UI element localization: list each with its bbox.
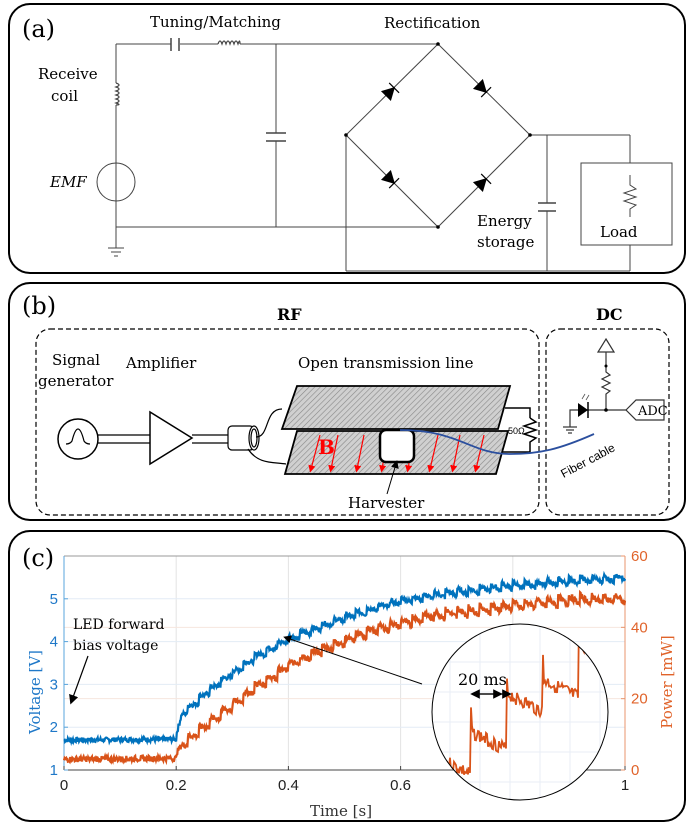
panel-tag: (c) bbox=[22, 544, 54, 572]
label-transmission-line: Open transmission line bbox=[298, 354, 474, 372]
inset-label: 20 ms bbox=[458, 670, 507, 689]
y-right-tick-label: 20 bbox=[631, 691, 648, 708]
panel-c-chart: (c) 0 0.2 0.4 0.6 1 1 2 3 4 5 0 20 40 60 Time [s] Vol… bbox=[8, 530, 686, 822]
chart-ticks: 0 0.2 0.4 0.6 1 1 2 3 4 5 0 20 40 60 bbox=[50, 548, 648, 794]
coax-connector-icon bbox=[227, 425, 260, 451]
fiber-cable bbox=[399, 429, 595, 455]
y-left-tick-label: 4 bbox=[50, 634, 58, 651]
diode-icon bbox=[380, 169, 400, 189]
label-load: Load bbox=[600, 223, 638, 241]
harvester-icon bbox=[378, 428, 416, 464]
chart-series bbox=[62, 570, 627, 766]
inset-circle bbox=[431, 623, 609, 801]
label-rectification: Rectification bbox=[384, 14, 481, 32]
y-right-tick-label: 60 bbox=[631, 548, 648, 565]
diode-icon bbox=[472, 173, 492, 193]
diode-icon bbox=[472, 78, 492, 98]
panel-tag: (b) bbox=[22, 292, 56, 320]
annotation-led-bias-2: bias voltage bbox=[73, 638, 158, 654]
adc-block bbox=[625, 399, 665, 421]
x-tick-label: 0 bbox=[60, 777, 68, 794]
inductor-icon bbox=[114, 40, 241, 106]
y-axis-right-label: Power [mW] bbox=[658, 635, 676, 729]
label-signal-generator: Signal bbox=[52, 351, 100, 369]
x-tick-label: 0.4 bbox=[278, 777, 299, 794]
label-energy-storage: Energy bbox=[477, 212, 532, 230]
annotation-led-bias: LED forward bbox=[73, 617, 165, 633]
y-axis-left-label: Voltage [V] bbox=[26, 650, 44, 735]
y-right-tick-label: 0 bbox=[631, 762, 639, 779]
y-right-tick-label: 40 bbox=[631, 619, 648, 636]
voltage-power-chart: (c) 0 0.2 0.4 0.6 1 1 2 3 4 5 0 20 40 60 Time [s] Vol… bbox=[22, 544, 676, 820]
series-line-voltage bbox=[63, 570, 627, 747]
label-emf: EMF bbox=[49, 173, 87, 191]
inset-pointer bbox=[283, 635, 423, 685]
panel-b-setup: (b) RF DC Signal generator Amplifier Ope… bbox=[8, 282, 686, 521]
annotation-arrow bbox=[69, 655, 89, 705]
label-harvester: Harvester bbox=[348, 494, 425, 512]
label-receive-coil-2: coil bbox=[51, 87, 78, 105]
signal-generator-icon bbox=[57, 418, 99, 460]
label-adc: ADC bbox=[637, 404, 668, 419]
panel-a-circuit: (a) Tuning/Matching Rectification Receiv… bbox=[8, 3, 686, 274]
led-icon bbox=[578, 393, 590, 418]
field-label: B bbox=[318, 435, 335, 459]
label-amplifier: Amplifier bbox=[125, 354, 197, 372]
circuit-diagram: (a) Tuning/Matching Rectification Receiv… bbox=[22, 13, 673, 272]
x-axis-label: Time [s] bbox=[310, 802, 372, 820]
y-left-tick-label: 5 bbox=[50, 591, 58, 608]
label-50ohm: 50Ω bbox=[508, 426, 525, 436]
label-rf: RF bbox=[277, 305, 302, 324]
label-tuning: Tuning/Matching bbox=[150, 13, 281, 31]
label-receive-coil: Receive bbox=[38, 65, 98, 83]
x-tick-label: 1 bbox=[621, 777, 629, 794]
label-energy-storage-2: storage bbox=[477, 233, 534, 251]
amplifier-icon bbox=[149, 410, 194, 466]
dc-region bbox=[545, 328, 670, 516]
zoom-inset bbox=[432, 624, 608, 800]
y-left-tick-label: 1 bbox=[50, 762, 58, 779]
inset-background bbox=[432, 624, 608, 800]
y-left-tick-label: 3 bbox=[50, 676, 58, 693]
y-left-tick-label: 2 bbox=[50, 719, 58, 736]
top-plate bbox=[280, 385, 512, 430]
setup-diagram: (b) RF DC Signal generator Amplifier Ope… bbox=[22, 292, 670, 516]
x-tick-label: 0.2 bbox=[166, 777, 187, 794]
x-tick-label: 0.6 bbox=[390, 777, 411, 794]
label-fiber: Fiber cable bbox=[558, 440, 617, 480]
label-signal-generator-2: generator bbox=[38, 372, 114, 390]
panel-tag: (a) bbox=[22, 15, 55, 43]
label-dc: DC bbox=[596, 305, 623, 324]
series-line-power bbox=[62, 589, 627, 766]
diode-icon bbox=[380, 82, 400, 102]
rf-region bbox=[35, 328, 540, 516]
